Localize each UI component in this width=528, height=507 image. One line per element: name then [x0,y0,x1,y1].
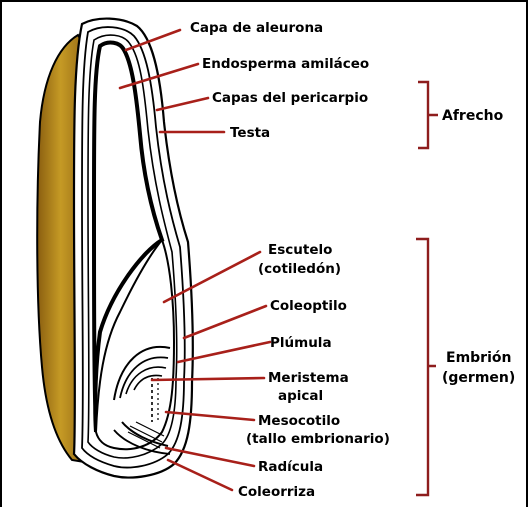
label-meristema: Meristema [268,370,349,386]
label-radicula: Radícula [258,459,323,475]
leader-pericarpio [157,98,208,110]
label-mesocotilo: Mesocotilo [258,413,340,429]
label-pericarpio: Capas del pericarpio [212,90,368,106]
label-tallo: (tallo embrionario) [246,431,390,447]
label-apical: apical [278,388,323,404]
label-plumula: Plúmula [270,335,332,351]
label-aleurona: Capa de aleurona [190,20,323,36]
label-germen: (germen) [442,370,515,386]
embrion-bracket [416,239,436,495]
label-escutelo: Escutelo [268,242,332,258]
leader-coleoptilo [184,306,266,338]
label-afrecho: Afrecho [442,108,504,124]
label-testa: Testa [230,125,270,141]
label-cotiledon: (cotiledón) [258,261,341,277]
label-coleorriza: Coleorriza [238,484,315,500]
afrecho-bracket [418,82,438,148]
label-endosperma: Endosperma amiláceo [202,56,369,72]
label-coleoptilo: Coleoptilo [270,298,347,314]
label-embrion: Embrión [446,350,511,366]
leader-coleorriza [168,460,232,490]
